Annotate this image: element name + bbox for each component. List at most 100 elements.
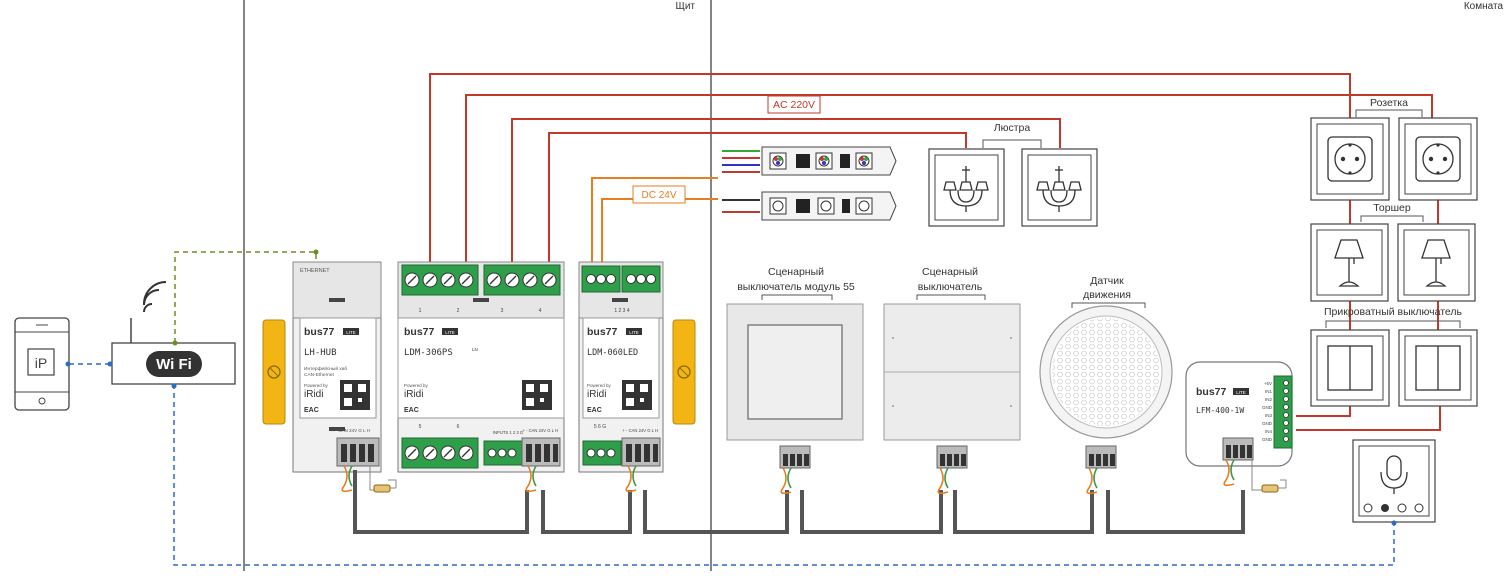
motion-sensor-terminal bbox=[1085, 445, 1117, 469]
smartphone-icon: iP bbox=[27, 348, 55, 376]
socket-icon bbox=[1327, 136, 1373, 182]
ldm-306ps-module[interactable]: 1 2 3 4 bus77 LITE LDM-306PS LN Powered … bbox=[397, 261, 565, 473]
microphone-icon bbox=[1380, 455, 1408, 494]
led-badge: LITE bbox=[629, 330, 639, 335]
dc-label-box bbox=[632, 185, 686, 204]
scene-switch-55[interactable] bbox=[726, 303, 864, 441]
led-eac: EAC bbox=[587, 407, 602, 414]
chandelier-label: Люстра bbox=[994, 122, 1031, 134]
scene-switch[interactable] bbox=[883, 303, 1021, 441]
led-in-pins: 5 6 G bbox=[594, 424, 606, 430]
wireless-data-link bbox=[69, 363, 1395, 566]
can-bus-segment-1 bbox=[353, 470, 529, 534]
relay-ch-3: 3 bbox=[501, 308, 504, 314]
din-clip-right bbox=[672, 319, 696, 425]
led-model: LDM-060LED bbox=[587, 348, 638, 358]
hub-pins: + - CAN 24V G L H bbox=[332, 428, 370, 433]
ethernet-link bbox=[174, 251, 317, 343]
socket-2[interactable] bbox=[1398, 117, 1478, 201]
can-bus-segment-4 bbox=[800, 490, 943, 534]
ac-label-box bbox=[767, 95, 821, 114]
chandelier-2[interactable] bbox=[1021, 148, 1098, 227]
hub-brand: bus77 bbox=[304, 326, 335, 338]
ethernet-port-label: ETHERNET bbox=[300, 268, 330, 274]
led-out-pins: 1 2 3 4 bbox=[614, 308, 630, 314]
lfm-brand: bus77 bbox=[1196, 386, 1227, 398]
scene-switch-label-2: выключатель bbox=[918, 281, 983, 293]
bedside-switch-1[interactable] bbox=[1310, 329, 1390, 407]
floor-lamp-1[interactable] bbox=[1310, 223, 1389, 302]
hub-vendor: iRidi bbox=[304, 389, 323, 400]
voice-control-panel[interactable] bbox=[1352, 439, 1436, 523]
relay-brand: bus77 bbox=[404, 326, 435, 338]
hub-powered-by: Powered by bbox=[304, 383, 329, 388]
led-strip-icon bbox=[769, 152, 873, 170]
hub-desc-1: Интерфейсный хаб bbox=[304, 365, 347, 372]
scene-switch-55-terminal bbox=[779, 445, 811, 469]
lfm-pin-4: IN3 bbox=[1265, 413, 1273, 418]
lfm-pin-6: IN4 bbox=[1265, 429, 1273, 434]
double-switch-icon bbox=[1327, 345, 1373, 391]
relay-badge: LITE bbox=[445, 330, 455, 335]
din-clip-left bbox=[262, 319, 286, 425]
relay-ch-1: 1 bbox=[419, 308, 422, 314]
motion-sensor-label-2: движения bbox=[1083, 289, 1131, 301]
floor-lamp-2[interactable] bbox=[1397, 223, 1476, 302]
relay-eac: EAC bbox=[404, 407, 419, 414]
bedside-switch-label: Прикроватный выключатель bbox=[1324, 306, 1463, 318]
lh-hub-module[interactable]: ETHERNET bus77 LITE LH-HUB Интерфейсный … bbox=[292, 261, 382, 473]
terminator-resistor-right bbox=[1251, 460, 1287, 493]
floor-lamp-label: Торшер bbox=[1373, 202, 1411, 214]
lfm-400-1w-module[interactable]: bus77 LITE LFM-400-1W +5V IN1 IN2 GND IN… bbox=[1185, 361, 1293, 467]
relay-ch-5: 5 bbox=[419, 424, 422, 430]
lfm-badge: LITE bbox=[1236, 390, 1246, 395]
chandelier-1[interactable] bbox=[928, 148, 1005, 227]
socket-1[interactable] bbox=[1310, 117, 1390, 201]
ac-voltage-label: AC 220V bbox=[773, 99, 815, 111]
wifi-router[interactable]: Wi Fi bbox=[111, 281, 236, 385]
can-bus-segment-2 bbox=[541, 490, 632, 534]
ac-wiring bbox=[429, 73, 1441, 431]
lfm-pin-1: IN1 bbox=[1265, 389, 1273, 394]
dc-voltage-label: DC 24V bbox=[641, 190, 676, 201]
smartphone[interactable]: iP bbox=[14, 317, 70, 411]
floor-lamp-icon bbox=[1421, 239, 1451, 287]
hub-eac: EAC bbox=[304, 407, 319, 414]
lfm-pin-7: GND bbox=[1262, 437, 1273, 442]
bedside-switch-2[interactable] bbox=[1398, 329, 1478, 407]
relay-model-sup: LN bbox=[472, 347, 478, 352]
scene-switch-terminal bbox=[936, 445, 968, 469]
relay-powered-by: Powered by bbox=[404, 383, 429, 388]
lfm-pin-5: GND bbox=[1262, 421, 1273, 426]
motion-sensor[interactable] bbox=[1039, 305, 1173, 439]
hub-badge: LITE bbox=[346, 330, 356, 335]
lfm-model: LFM-400-1W bbox=[1196, 406, 1244, 415]
relay-inputs-label: INPUTS 1 2 3 G bbox=[493, 430, 523, 435]
motion-sensor-label-1: Датчик bbox=[1090, 275, 1124, 287]
zone-shield-label: Щит bbox=[675, 1, 695, 12]
lfm-pin-3: GND bbox=[1262, 405, 1273, 410]
relay-ch-2: 2 bbox=[457, 308, 460, 314]
double-switch-icon bbox=[1415, 345, 1461, 391]
floor-lamp-icon bbox=[1334, 239, 1364, 287]
lfm-pin-0: +5V bbox=[1264, 381, 1272, 386]
led-strip-rgb bbox=[722, 146, 897, 176]
socket-icon bbox=[1415, 136, 1461, 182]
hub-model: LH-HUB bbox=[304, 348, 337, 358]
chandelier-icon bbox=[1036, 166, 1082, 212]
led-pins: + - CAN 24V G L H bbox=[622, 428, 658, 433]
relay-model: LDM-306PS bbox=[404, 348, 453, 358]
can-bus-segment-5 bbox=[953, 490, 1094, 534]
terminator-resistor-left bbox=[369, 466, 397, 493]
relay-vendor: iRidi bbox=[404, 389, 423, 400]
can-bus-segment-3 bbox=[643, 490, 789, 534]
scene55-label-2: выключатель модуль 55 bbox=[737, 281, 855, 293]
socket-label: Розетка bbox=[1370, 97, 1408, 109]
ldm-060led-module[interactable]: 1 2 3 4 bus77 LITE LDM-060LED Powered by… bbox=[578, 261, 664, 473]
relay-ch-4: 4 bbox=[539, 308, 542, 314]
chandelier-icon bbox=[943, 166, 989, 212]
bus-pigtails bbox=[341, 459, 1235, 495]
can-bus-segment-6 bbox=[1106, 490, 1245, 534]
